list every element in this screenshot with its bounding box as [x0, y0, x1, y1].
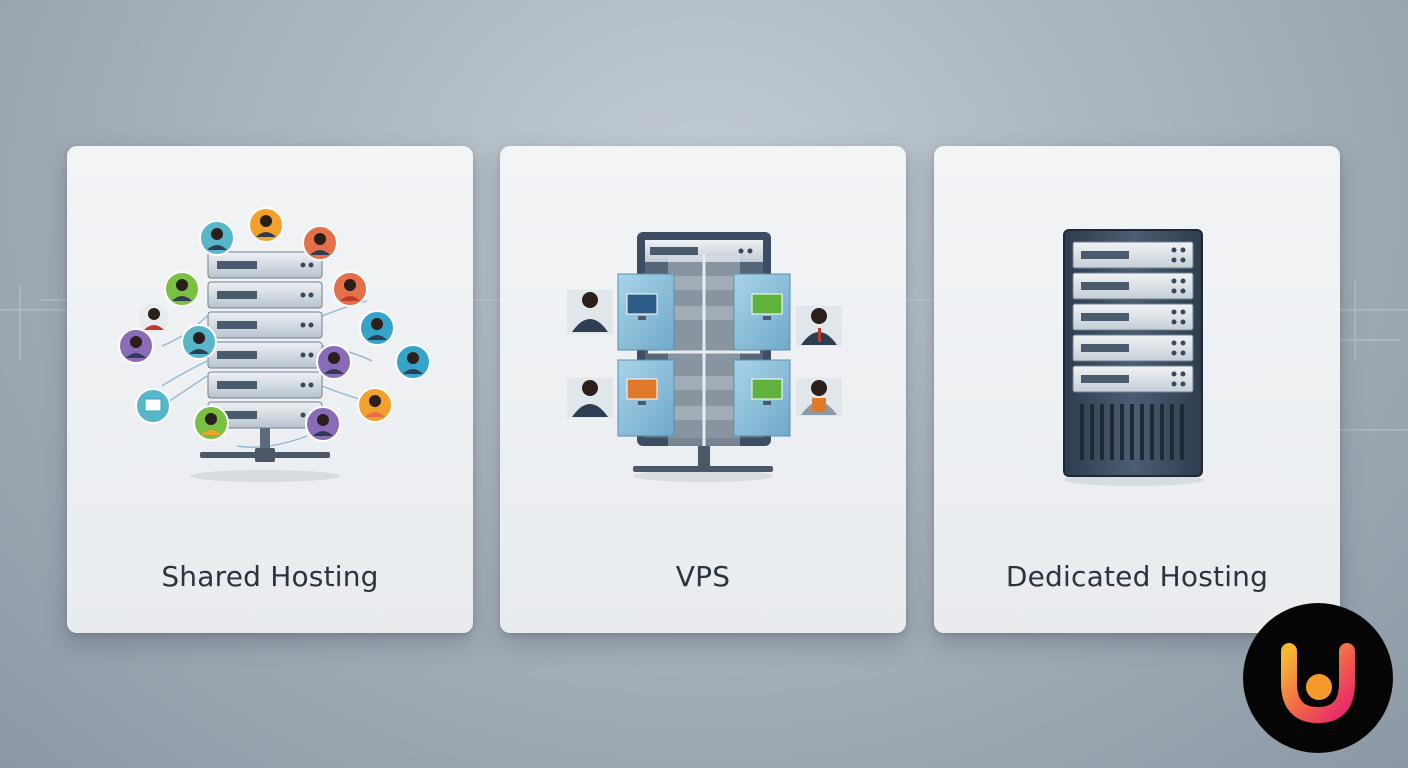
- dedicated-hosting-illustration: [1063, 229, 1204, 486]
- brand-logo-badge: [1243, 603, 1393, 753]
- dedicated-hosting-title: Dedicated Hosting: [1005, 560, 1269, 593]
- vps-illustration: [567, 232, 842, 482]
- server-rack-units: [207, 251, 323, 429]
- vm-monitor-icons: [626, 293, 783, 405]
- shared-hosting-card[interactable]: Shared Hosting: [67, 146, 473, 633]
- vps-user-avatars: [567, 290, 842, 418]
- shared-hosting-illustration: [118, 207, 431, 482]
- dedicated-hosting-card[interactable]: Dedicated Hosting: [934, 146, 1340, 633]
- vps-card[interactable]: VPS: [500, 146, 906, 633]
- user-avatar-icons: [118, 207, 431, 442]
- brand-u-logo-icon: [1281, 643, 1355, 724]
- shared-hosting-title: Shared Hosting: [161, 560, 379, 593]
- vps-title: VPS: [675, 560, 731, 593]
- dedicated-server-units: [1072, 241, 1194, 393]
- server-vent-grille: [1080, 404, 1184, 460]
